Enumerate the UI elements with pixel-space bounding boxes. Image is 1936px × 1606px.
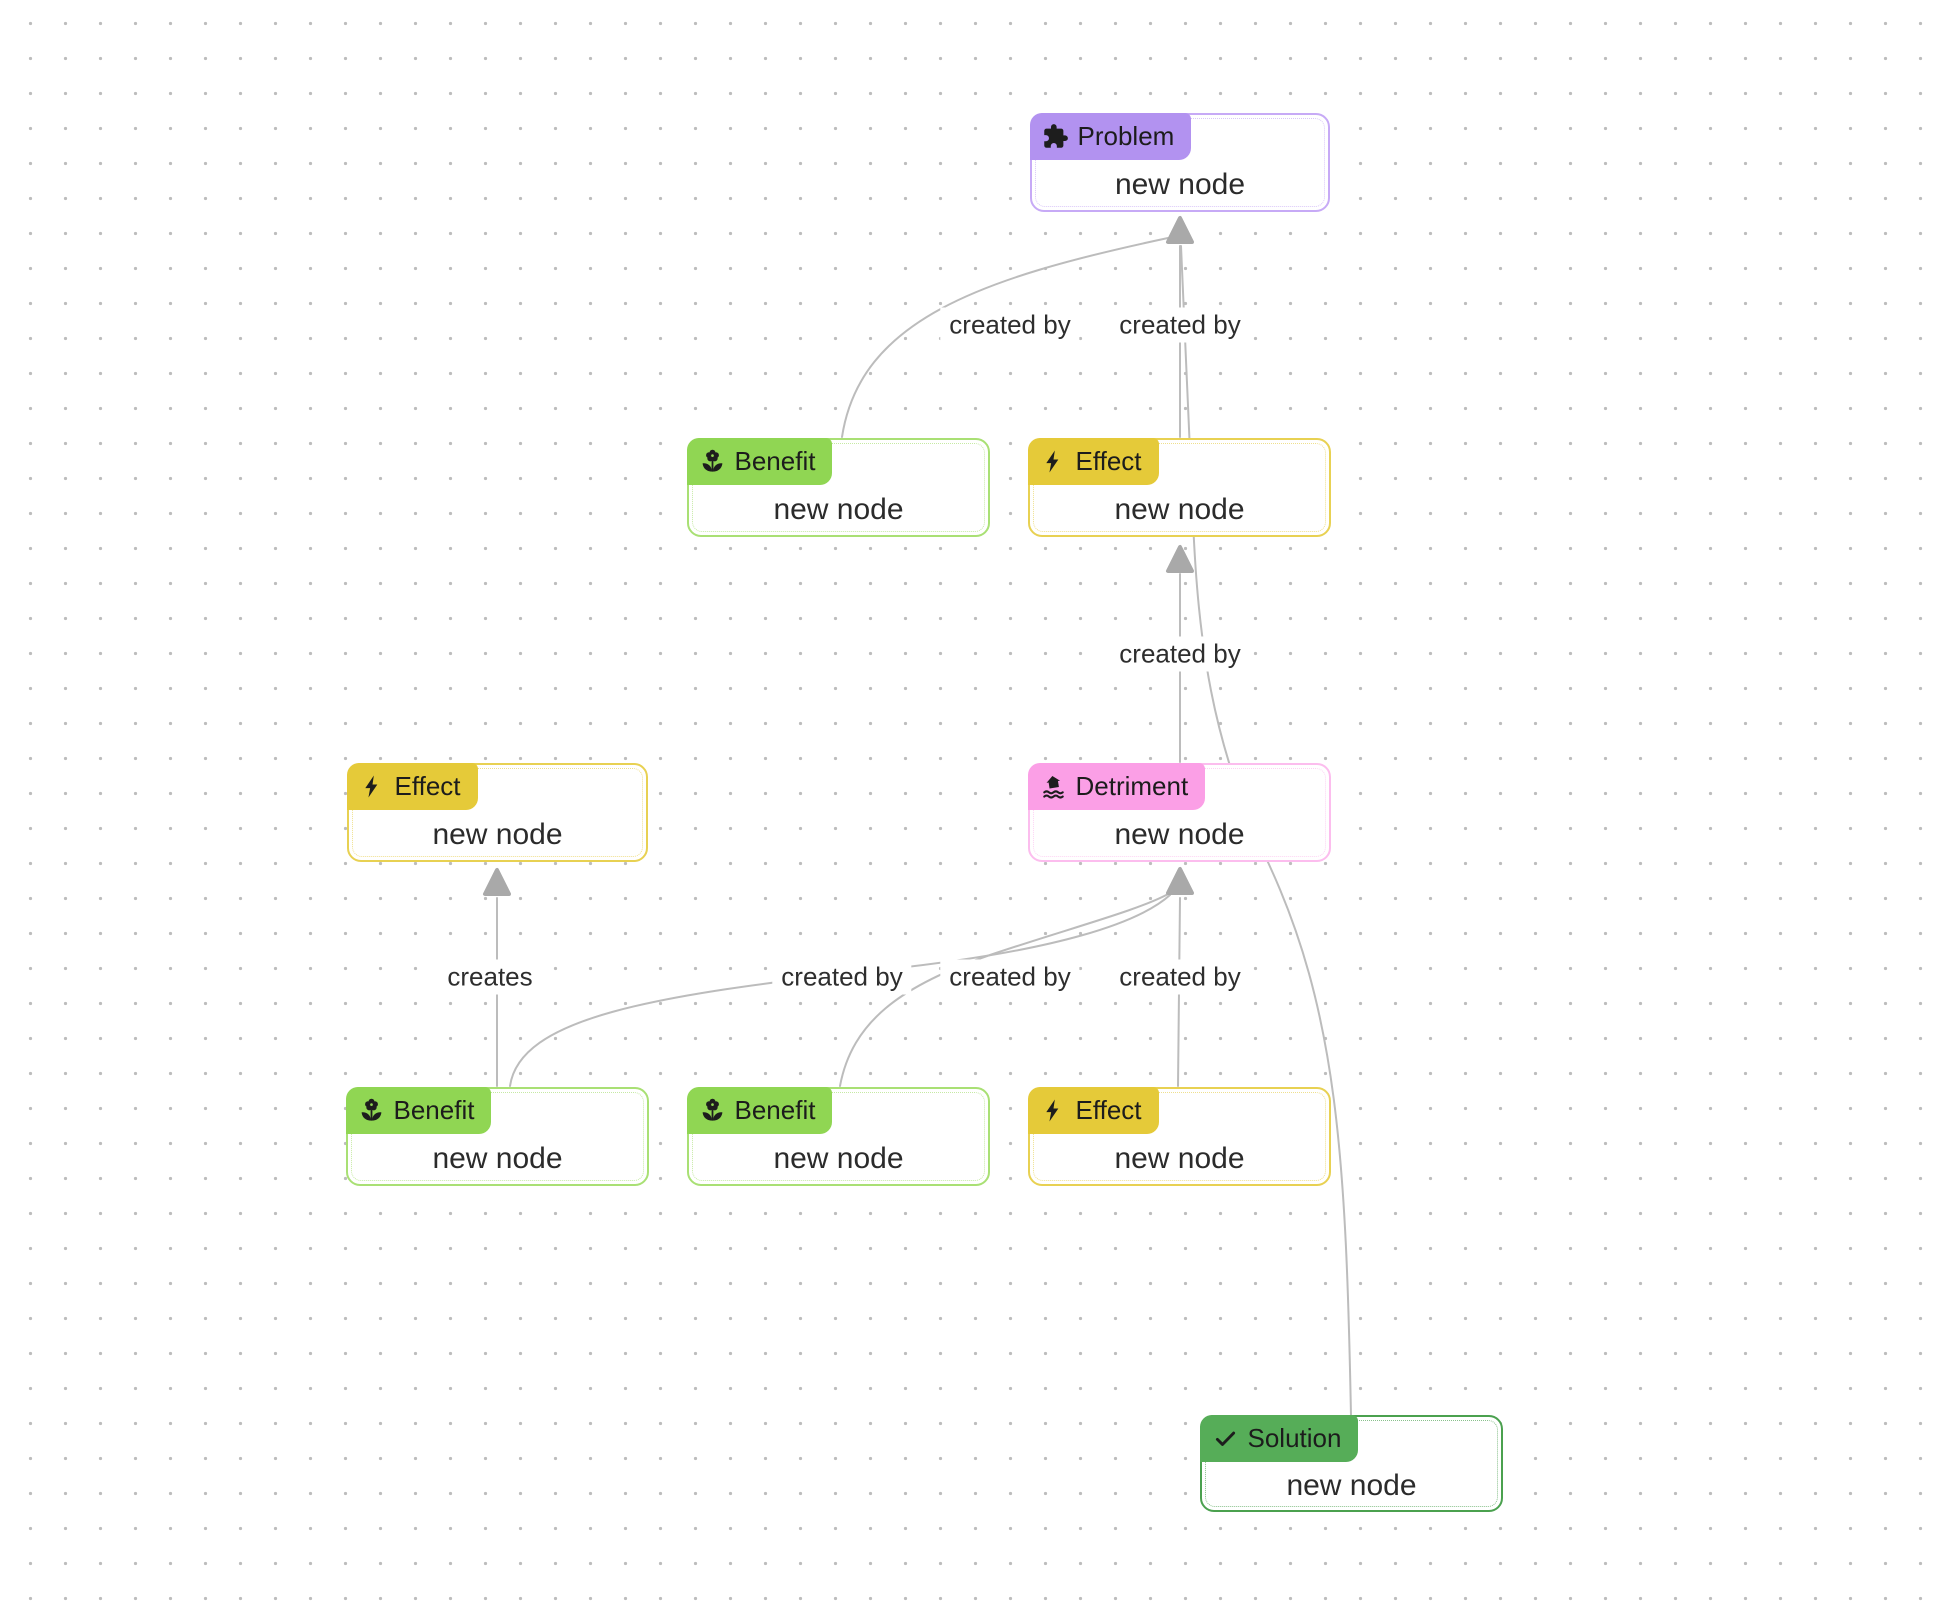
node-problem[interactable]: Problem new node — [1029, 112, 1330, 212]
badge-label: Effect — [394, 771, 461, 801]
node-title[interactable]: new node — [432, 1142, 563, 1175]
edge-label[interactable]: created by — [940, 959, 1080, 995]
edge-label[interactable]: created by — [772, 959, 912, 995]
check-icon — [1212, 1425, 1239, 1452]
bolt-icon — [359, 773, 386, 800]
node-type-badge[interactable]: Benefit — [686, 1086, 833, 1134]
arrowhead-into-problem — [1166, 216, 1194, 244]
node-detriment[interactable]: Detriment new node — [1027, 762, 1331, 862]
flower-icon — [699, 448, 726, 475]
badge-label: Benefit — [734, 1095, 816, 1125]
flood-icon — [1040, 773, 1067, 800]
badge-label: Effect — [1075, 446, 1142, 476]
node-benefit-top[interactable]: Benefit new node — [686, 437, 990, 537]
node-type-badge[interactable]: Detriment — [1027, 762, 1206, 810]
node-title[interactable]: new node — [1114, 493, 1245, 526]
edge-label[interactable]: created by — [1110, 307, 1250, 343]
edge-label[interactable]: created by — [1110, 959, 1250, 995]
node-benefit-bottom-mid[interactable]: Benefit new node — [686, 1086, 990, 1186]
node-title[interactable]: new node — [773, 493, 904, 526]
arrowhead-into-effect-left — [483, 868, 511, 896]
badge-label: Benefit — [393, 1095, 475, 1125]
node-type-badge[interactable]: Benefit — [345, 1086, 492, 1134]
node-title[interactable]: new node — [1114, 168, 1246, 201]
node-type-badge[interactable]: Benefit — [686, 437, 833, 485]
node-title[interactable]: new node — [432, 818, 563, 851]
badge-label: Effect — [1075, 1095, 1142, 1125]
node-title[interactable]: new node — [773, 1142, 904, 1175]
badge-label: Detriment — [1075, 771, 1189, 801]
edge-solution-to-problem[interactable] — [1180, 245, 1352, 1417]
node-type-badge[interactable]: Effect — [346, 762, 478, 810]
node-type-badge[interactable]: Solution — [1199, 1414, 1359, 1462]
flower-icon — [699, 1097, 726, 1124]
edge-label[interactable]: creates — [438, 959, 542, 995]
node-benefit-bottom-left[interactable]: Benefit new node — [345, 1086, 649, 1186]
node-solution[interactable]: Solution new node — [1199, 1414, 1503, 1512]
badge-label: Benefit — [734, 446, 816, 476]
node-effect-top[interactable]: Effect new node — [1027, 437, 1331, 537]
edge-benefit-bm-to-detriment[interactable] — [839, 892, 1171, 1087]
bolt-icon — [1040, 1097, 1067, 1124]
node-effect-left[interactable]: Effect new node — [346, 762, 648, 862]
badge-label: Problem — [1077, 121, 1175, 151]
badge-label: Solution — [1247, 1423, 1342, 1453]
node-type-badge[interactable]: Effect — [1027, 437, 1159, 485]
node-title[interactable]: new node — [1114, 818, 1245, 851]
edge-label[interactable]: created by — [1110, 636, 1250, 672]
node-title[interactable]: new node — [1286, 1469, 1417, 1502]
node-effect-bottom[interactable]: Effect new node — [1027, 1086, 1331, 1186]
puzzle-icon — [1042, 123, 1069, 150]
node-title[interactable]: new node — [1114, 1142, 1245, 1175]
flower-icon — [358, 1097, 385, 1124]
node-type-badge[interactable]: Effect — [1027, 1086, 1159, 1134]
arrowhead-into-detriment — [1166, 867, 1194, 895]
arrowhead-into-effect-top — [1166, 545, 1194, 573]
bolt-icon — [1040, 448, 1067, 475]
node-type-badge[interactable]: Problem — [1029, 112, 1192, 160]
edge-label[interactable]: created by — [940, 307, 1080, 343]
